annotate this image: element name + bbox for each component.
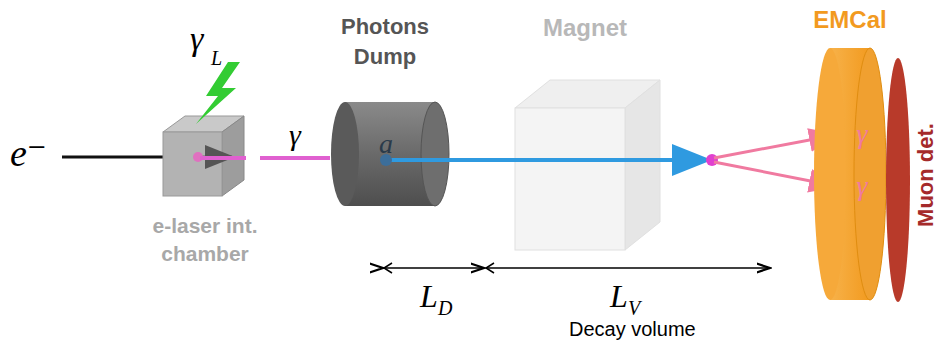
particle-symbol: a bbox=[379, 130, 393, 158]
component-node: Muon det. bbox=[908, 40, 944, 310]
muon-disc bbox=[886, 58, 910, 302]
particle-symbol: γ bbox=[856, 172, 867, 200]
particle-symbol: γ bbox=[856, 120, 867, 148]
beam-symbol: e⁻ bbox=[10, 134, 47, 172]
laser-bolt bbox=[196, 62, 240, 124]
subscript: L bbox=[211, 48, 222, 68]
beam-label: γ bbox=[289, 120, 301, 150]
subscript: D bbox=[438, 298, 452, 318]
dimension-symbol: L bbox=[420, 280, 438, 312]
region-label: Decay volume bbox=[569, 319, 696, 339]
component-node: Magnet bbox=[510, 16, 665, 252]
magnet-box bbox=[515, 80, 660, 250]
dump-cylinder bbox=[331, 102, 449, 206]
component-label: Magnet bbox=[543, 16, 627, 40]
component-node: e-laser int. chamber bbox=[150, 112, 260, 260]
component-label: Muon det. bbox=[915, 123, 937, 227]
component-label: EMCal bbox=[813, 8, 886, 32]
photon-beam bbox=[260, 156, 330, 160]
component-label: e-laser int. chamber bbox=[150, 212, 260, 269]
dimension-arrow bbox=[486, 267, 770, 269]
dimension-arrow bbox=[383, 267, 484, 269]
emcal-disc bbox=[814, 48, 886, 300]
dimension-symbol: L bbox=[610, 280, 628, 312]
component-node: EMCal γγ bbox=[812, 8, 888, 302]
component-node: Photons Dump a bbox=[330, 12, 450, 208]
laser-symbol: γ bbox=[190, 22, 203, 56]
component-label: Photons Dump bbox=[330, 12, 440, 71]
subscript: V bbox=[628, 298, 640, 318]
